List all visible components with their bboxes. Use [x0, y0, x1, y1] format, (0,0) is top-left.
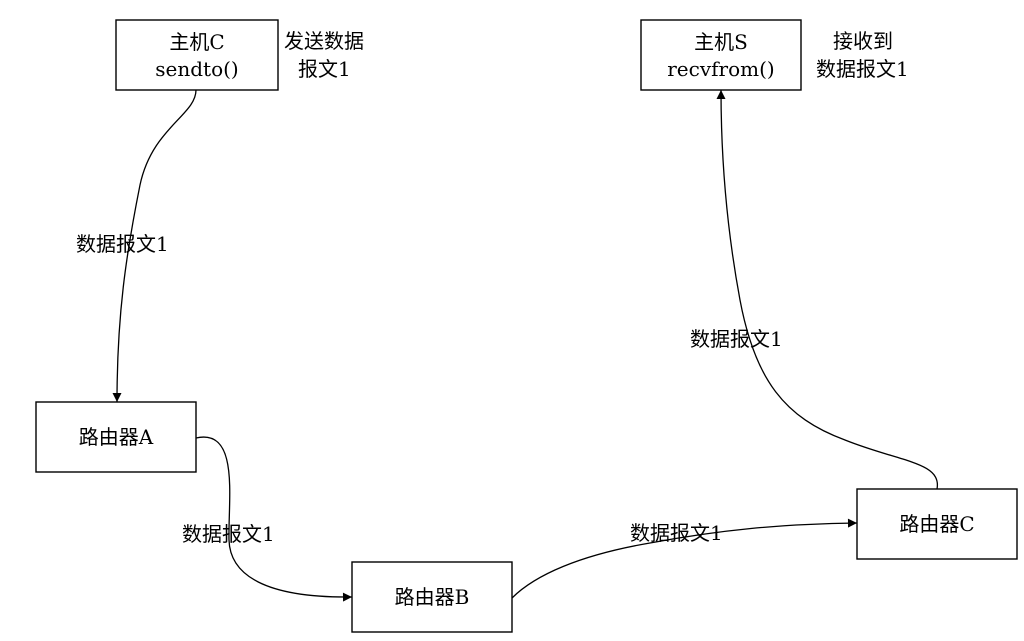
host-s-node: 主机S recvfrom(): [640, 19, 802, 91]
send-annotation: 发送数据 报文1: [284, 29, 364, 81]
router-b-label: 路由器B: [395, 585, 470, 609]
host-s-call: recvfrom(): [667, 57, 774, 81]
router-b-node: 路由器B: [351, 561, 513, 633]
receive-annotation-line1: 接收到: [833, 29, 893, 53]
router-a-node: 路由器A: [35, 401, 197, 473]
edge-label-router-c-to-host-s: 数据报文1: [690, 327, 783, 351]
receive-annotation: 接收到 数据报文1: [816, 29, 909, 81]
edge-label-router-a-to-router-b: 数据报文1: [182, 522, 275, 546]
edge-router-b-to-router-c: [511, 518, 858, 599]
edge-label-host-c-to-router-a: 数据报文1: [76, 232, 169, 256]
edge-router-a-to-router-b: [195, 436, 353, 602]
receive-annotation-line2: 数据报文1: [816, 57, 909, 81]
host-s-name: 主机S: [694, 30, 748, 54]
router-c-node: 路由器C: [856, 488, 1018, 560]
edge-router-c-to-host-s: [716, 89, 938, 490]
router-a-label: 路由器A: [79, 425, 154, 449]
host-c-call: sendto(): [155, 57, 238, 81]
host-c-name: 主机C: [169, 30, 224, 54]
send-annotation-line1: 发送数据: [284, 29, 364, 53]
host-c-node: 主机C sendto(): [115, 19, 279, 91]
edge-label-router-b-to-router-c: 数据报文1: [630, 521, 723, 545]
router-c-label: 路由器C: [899, 512, 974, 536]
edge-host-c-to-router-a: [112, 89, 197, 403]
send-annotation-line2: 报文1: [298, 57, 351, 81]
